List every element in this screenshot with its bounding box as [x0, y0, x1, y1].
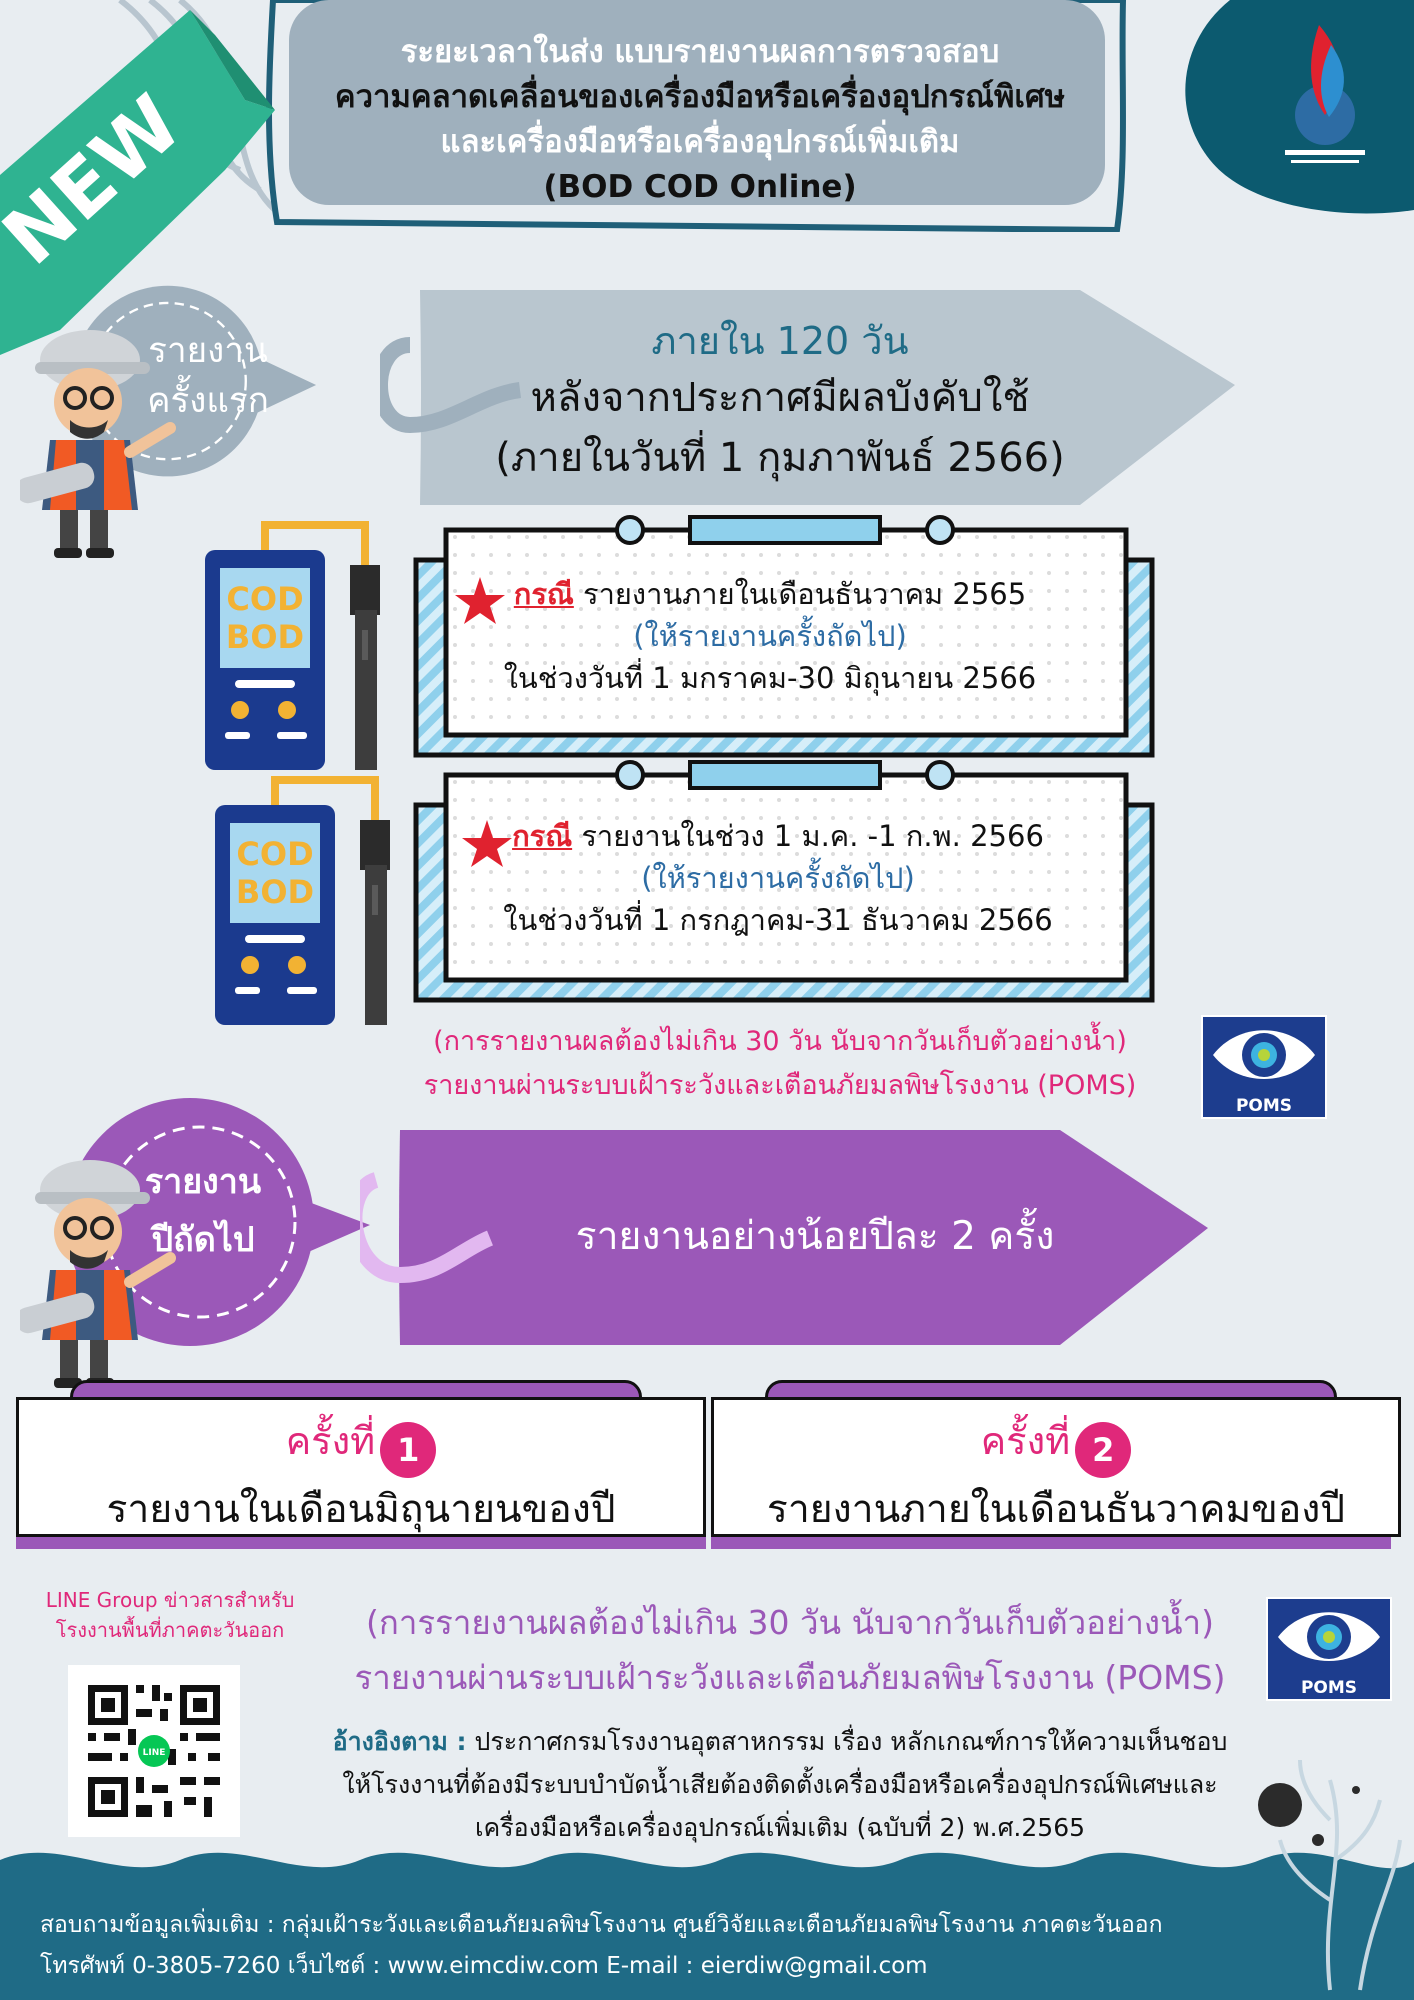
poms-note-1: (การรายงานผลต้องไม่เกิน 30 วัน นับจากวัน…	[380, 1020, 1180, 1108]
case-2-period: ในช่วงวันที่ 1 กรกฎาคม-31 ธันวาคม 2566	[503, 903, 1053, 937]
poms-logo-2: POMS	[1266, 1597, 1392, 1701]
header-title-line3: และเครื่องมือหรือเครื่องอุปกรณ์เพิ่มเติม	[440, 124, 960, 160]
first-report-within: (ภายในวันที่ 1 กุมภาพันธ์ 2566)	[495, 435, 1065, 481]
time-box-2-shadow	[711, 1537, 1391, 1549]
case-box-1	[413, 515, 1155, 758]
time-1-desc: รายงานในเดือนมิถุนายนของปี	[106, 1486, 616, 1532]
line-group-qr-code[interactable]: LINE	[68, 1665, 240, 1837]
poms-note-2: (การรายงานผลต้องไม่เกิน 30 วัน นับจากวัน…	[320, 1595, 1260, 1705]
first-report-bubble	[72, 285, 317, 477]
first-report-deadline-tag	[380, 290, 1235, 505]
case-2: กรณี รายงานในช่วง 1 ม.ค. -1 ก.พ. 2566 (ใ…	[458, 815, 1098, 941]
cod-bod-meter-2: COD BOD	[215, 776, 390, 1025]
reference-label: อ้างอิงตาม :	[332, 1727, 467, 1756]
first-report-label: รายงาน ครั้งแรก	[147, 331, 269, 421]
case-1-next: (ให้รายงานครั้งถัดไป)	[633, 619, 907, 653]
poms-note-system: รายงานผ่านระบบเฝ้าระวังและเตือนภัยมลพิษโ…	[423, 1070, 1137, 1101]
device-label-cod: COD	[226, 580, 303, 618]
case-1-period: ในช่วงวันที่ 1 มกราคม-30 มิถุนายน 2566	[503, 661, 1037, 695]
poms-logo-1: POMS	[1201, 1015, 1327, 1119]
case-box-2	[413, 760, 1155, 1003]
time-1-label: ครั้งที่	[285, 1419, 376, 1463]
time-2-label: ครั้งที่	[980, 1419, 1071, 1463]
header-title-highlight: ระยะเวลาในส่ง	[400, 34, 604, 70]
device-label-bod: BOD	[236, 873, 314, 911]
device-label-cod: COD	[236, 835, 313, 873]
case-1: กรณี รายงานภายในเดือนธันวาคม 2565 (ให้รา…	[450, 573, 1090, 699]
line-group-label: LINE Group ข่าวสารสำหรับ โรงงานพื้นที่ภา…	[45, 1588, 295, 1642]
engineer-illustration	[20, 1160, 176, 1388]
time-1-number: 1	[380, 1421, 437, 1478]
following-report-frequency-tag	[360, 1130, 1208, 1345]
poms-note-system: รายงานผ่านระบบเฝ้าระวังและเตือนภัยมลพิษโ…	[354, 1658, 1226, 1697]
time-2-desc: รายงานภายในเดือนธันวาคมของปี	[766, 1486, 1346, 1532]
reference: อ้างอิงตาม : ประกาศกรมโรงงานอุตสาหกรรม เ…	[332, 1727, 1228, 1842]
header-title: ระยะเวลาในส่ง แบบรายงานผลการตรวจสอบ ความ…	[270, 30, 1130, 210]
header-title-line4: (BOD COD Online)	[543, 169, 857, 205]
footer-inquiry: สอบถามข้อมูลเพิ่มเติม : กลุ่มเฝ้าระวังแล…	[40, 1912, 1163, 1938]
time-box-1: ครั้งที่ 1 รายงานในเดือนมิถุนายนของปี	[16, 1397, 706, 1537]
cod-bod-meter-1: COD BOD	[205, 521, 380, 770]
first-report-after: หลังจากประกาศมีผลบังคับใช้	[530, 375, 1030, 421]
qr-code-icon: LINE	[88, 1685, 220, 1817]
poms-note-limit: (การรายงานผลต้องไม่เกิน 30 วัน นับจากวัน…	[433, 1026, 1127, 1057]
department-logo	[1185, 0, 1414, 214]
eye-icon	[1213, 1030, 1315, 1079]
engineer-illustration	[20, 330, 176, 558]
new-ribbon: NEW	[0, 10, 275, 355]
following-report-frequency: รายงานอย่างน้อยปีละ 2 ครั้ง	[575, 1214, 1055, 1259]
device-label-bod: BOD	[226, 618, 304, 656]
case-2-keyword: กรณี	[512, 819, 573, 853]
time-box-2: ครั้งที่ 2 รายงานภายในเดือนธันวาคมของปี	[711, 1397, 1401, 1537]
case-1-keyword: กรณี	[513, 577, 574, 611]
first-report-deadline: ภายใน 120 วัน	[651, 319, 909, 363]
time-box-1-shadow	[16, 1537, 706, 1549]
case-2-next: (ให้รายงานครั้งถัดไป)	[641, 861, 915, 895]
footer-contact: สอบถามข้อมูลเพิ่มเติม : กลุ่มเฝ้าระวังแล…	[40, 1905, 1340, 1987]
line-icon: LINE	[143, 1748, 166, 1758]
header-box	[266, 0, 1127, 232]
time-2-number: 2	[1075, 1421, 1132, 1478]
footer-phone-web-email: โทรศัพท์ 0-3805-7260 เว็บไซต์ : www.eimc…	[40, 1953, 928, 1979]
eye-icon	[1278, 1612, 1380, 1661]
poms-note-limit: (การรายงานผลต้องไม่เกิน 30 วัน นับจากวัน…	[366, 1603, 1214, 1642]
header-title-line2: ความคลาดเคลื่อนของเครื่องมือหรือเครื่องอ…	[334, 79, 1066, 115]
